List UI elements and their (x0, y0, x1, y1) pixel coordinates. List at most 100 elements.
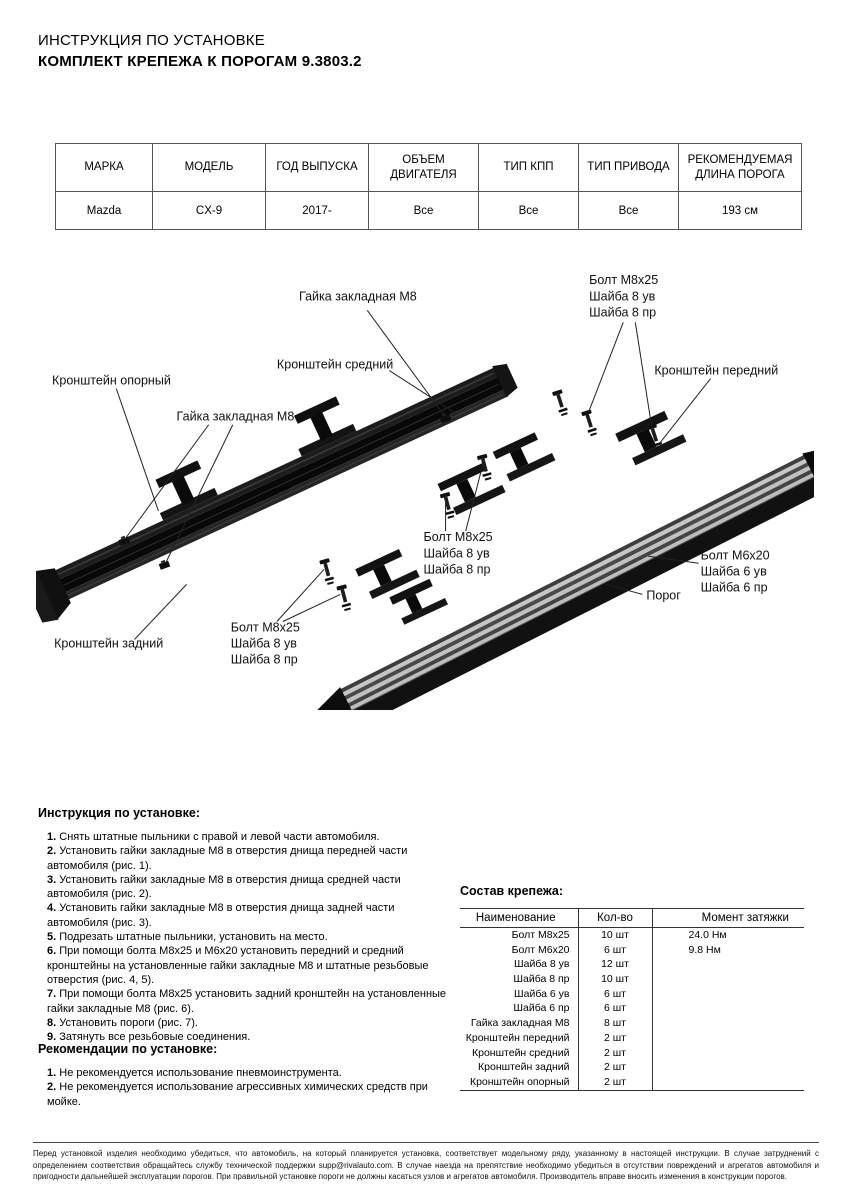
label-bolt-m8-center-line3: Шайба 8 пр (423, 562, 490, 576)
end-cap (492, 363, 518, 398)
hardware-row: Шайба 8 пр 10 шт (460, 972, 804, 987)
item-number: 9. (47, 1031, 57, 1044)
hw-qty: 2 шт (577, 1060, 653, 1075)
hw-torque (652, 1060, 804, 1075)
label-rivet-nut-top: Гайка закладная М8 (299, 289, 417, 303)
spec-header-drive: ТИП ПРИВОДА (578, 143, 679, 192)
spec-header-row: МАРКА МОДЕЛЬ ГОД ВЫПУСКА ОБЪЕМ ДВИГАТЕЛЯ… (55, 143, 802, 192)
bracket-shape (437, 462, 506, 516)
bracket-shape (355, 548, 420, 599)
item-number: 2. (47, 845, 57, 858)
spec-header-brand: МАРКА (55, 143, 153, 192)
item-number: 5. (47, 931, 57, 944)
title-block: ИНСТРУКЦИЯ ПО УСТАНОВКЕ КОМПЛЕКТ КРЕПЕЖА… (38, 32, 362, 70)
spec-header-length: РЕКОМЕНДУЕМАЯ ДЛИНА ПОРОГА (678, 143, 802, 192)
bracket-shape (389, 578, 449, 625)
hw-name: Кронштейн средний (472, 1046, 570, 1059)
hw-qty: 8 шт (577, 1016, 653, 1031)
hw-torque (652, 1016, 804, 1031)
label-bolt-m8-center-line2: Шайба 8 ув (423, 546, 490, 560)
hw-name: Кронштейн передний (465, 1031, 570, 1044)
right-sill (309, 445, 814, 710)
label-bolt-m8-bottom-line1: Болт М8х25 (231, 621, 300, 635)
item-text: Снять штатные пыльники с правой и левой … (59, 831, 380, 843)
label-bolt-m6-line2: Шайба 6 ув (701, 564, 768, 578)
spec-header-model: МОДЕЛЬ (152, 143, 266, 192)
hw-qty: 2 шт (577, 1030, 653, 1046)
page-title: ИНСТРУКЦИЯ ПО УСТАНОВКЕ (38, 32, 265, 49)
instruction-item: 6. При помощи болта М8х25 и М6х20 устано… (38, 944, 452, 987)
hw-name: Шайба 8 ув (514, 958, 570, 971)
hw-torque (652, 1001, 804, 1016)
recommendations-title: Рекомендации по установке: (38, 1042, 218, 1056)
instruction-item: 8. Установить пороги (рис. 7). (38, 1016, 452, 1030)
leader-lines (115, 310, 711, 640)
spec-header-year: ГОД ВЫПУСКА (265, 143, 369, 192)
item-number: 1. (47, 831, 57, 843)
bolt-icon (551, 389, 570, 417)
item-text: Подрезать штатные пыльники, установить н… (59, 931, 328, 944)
item-number: 4. (47, 902, 57, 915)
item-number: 6. (47, 945, 57, 958)
item-text: Затянуть все резьбовые соединения. (59, 1031, 251, 1044)
bracket-shape (615, 410, 687, 466)
item-text: Не рекомендуется использование агрессивн… (47, 1081, 428, 1108)
hw-qty: 10 шт (577, 927, 653, 943)
hw-qty: 6 шт (577, 942, 653, 958)
label-rivet-nut-left: Гайка закладная М8 (177, 410, 295, 424)
assembly-diagram: Болт М8х25 Шайба 8 ув Шайба 8 пр Гайка з… (36, 273, 814, 710)
label-bracket-middle: Кронштейн средний (277, 358, 393, 372)
spec-header-gearbox: ТИП КПП (478, 143, 579, 192)
hw-header-qty: Кол-во (577, 908, 653, 928)
hardware-row: Шайба 6 ув 6 шт (460, 986, 804, 1002)
hw-name: Шайба 6 ув (514, 987, 570, 1000)
spec-header-engine: ОБЪЕМ ДВИГАТЕЛЯ (368, 143, 479, 192)
hw-torque (652, 1074, 804, 1091)
item-number: 8. (47, 1016, 57, 1029)
label-bracket-front: Кронштейн передний (654, 364, 778, 378)
label-bracket-support: Кронштейн опорный (52, 374, 171, 388)
hw-header-torque: Момент затяжки (652, 908, 804, 928)
hw-name: Шайба 6 пр (513, 1002, 570, 1015)
hw-torque (652, 972, 804, 987)
hardware-header-row: Наименование Кол-во Момент затяжки (460, 908, 804, 928)
recommendations-section: Рекомендации по установке: 1. Не рекомен… (38, 1042, 452, 1109)
label-bolt-m8-bottom-line3: Шайба 8 пр (231, 653, 298, 667)
hardware-kit-section: Состав крепежа: Наименование Кол-во Моме… (460, 884, 804, 1091)
spec-data-row: Mazda CX-9 2017- Все Все Все 193 см (55, 191, 802, 230)
spec-value-year: 2017- (265, 191, 369, 230)
hardware-table: Наименование Кол-во Момент затяжки Болт … (460, 908, 804, 1091)
hw-qty: 2 шт (577, 1045, 653, 1061)
recommendation-item: 1. Не рекомендуется использование пневмо… (38, 1066, 452, 1080)
bracket-shape (293, 396, 357, 457)
hardware-row: Кронштейн средний 2 шт (460, 1045, 804, 1061)
instruction-item: 2. Установить гайки закладные М8 в отвер… (38, 844, 452, 873)
hw-torque (652, 987, 804, 1002)
recommendation-item: 2. Не рекомендуется использование агресс… (38, 1080, 452, 1109)
hw-name: Шайба 8 пр (513, 973, 570, 986)
label-bolt-m6-line1: Болт М6х20 (701, 548, 770, 562)
item-text: Установить гайки закладные М8 в отверсти… (47, 902, 395, 929)
hw-name: Болт М8х25 (511, 929, 570, 941)
label-bolt-m8-top-line3: Шайба 8 пр (589, 305, 656, 319)
installation-instructions: Инструкция по установке: 1. Снять штатны… (38, 806, 452, 1044)
page-subtitle: КОМПЛЕКТ КРЕПЕЖА К ПОРОГАМ 9.3803.2 (38, 53, 362, 70)
left-sill-underside (36, 363, 518, 623)
item-text: Установить гайки закладные М8 в отверсти… (47, 845, 408, 872)
spec-value-gearbox: Все (478, 191, 579, 230)
hw-name: Кронштейн задний (478, 1061, 570, 1074)
footer-disclaimer: Перед установкой изделия необходимо убед… (33, 1142, 819, 1183)
label-sill: Порог (646, 588, 681, 602)
hw-qty: 6 шт (577, 986, 653, 1002)
hw-qty: 10 шт (577, 972, 653, 987)
instructions-title: Инструкция по установке: (38, 806, 200, 820)
spec-value-brand: Mazda (55, 191, 153, 230)
bolt-icon (439, 491, 457, 520)
instruction-item: 3. Установить гайки закладные М8 в отвер… (38, 873, 452, 902)
hardware-row: Кронштейн задний 2 шт (460, 1060, 804, 1075)
label-bolt-m8-bottom-line2: Шайба 8 ув (231, 637, 298, 651)
